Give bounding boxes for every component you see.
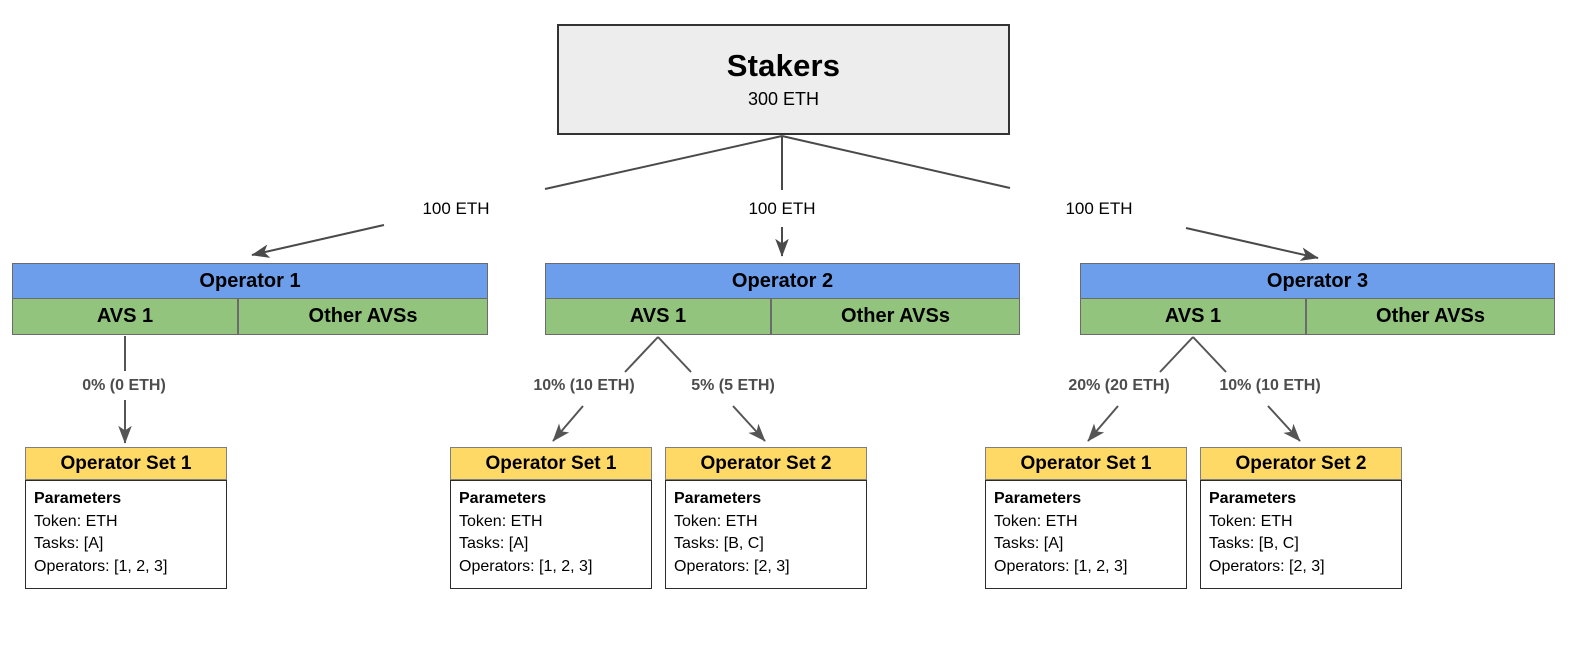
parameters-heading: Parameters bbox=[34, 490, 122, 507]
parameters-heading: Parameters bbox=[1209, 490, 1297, 507]
param-tasks: Tasks: [B, C] bbox=[1209, 535, 1299, 553]
allocation-label-operator3-set2: 10% (10 ETH) bbox=[1219, 377, 1321, 394]
param-token: Token: ETH bbox=[1209, 512, 1293, 530]
operator-1-avs1-cell: AVS 1 bbox=[12, 299, 238, 335]
edge-label-stakers-to-operator2: 100 ETH bbox=[748, 199, 816, 218]
allocation-label-operator2-set2: 5% (5 ETH) bbox=[691, 377, 775, 394]
edge-label-stakers-to-operator3: 100 ETH bbox=[1065, 199, 1133, 218]
operator-set-2-2-title: Operator Set 2 bbox=[665, 447, 867, 480]
operator-set-card-3-1: Operator Set 1 Parameters Token: ETH Tas… bbox=[985, 447, 1187, 589]
parameters-heading: Parameters bbox=[459, 490, 547, 507]
operator-2-header: Operator 2 bbox=[545, 263, 1020, 299]
operator-set-1-1-body: Parameters Token: ETH Tasks: [A] Operato… bbox=[25, 480, 227, 589]
param-tasks: Tasks: [B, C] bbox=[674, 535, 764, 553]
stakers-title: Stakers bbox=[726, 48, 841, 84]
operator-3-header: Operator 3 bbox=[1080, 263, 1555, 299]
param-operators: Operators: [2, 3] bbox=[1209, 558, 1325, 576]
operator-1-other-avs-cell: Other AVSs bbox=[238, 299, 488, 335]
operator-node-2: Operator 2 AVS 1 Other AVSs bbox=[545, 263, 1020, 335]
param-operators: Operators: [1, 2, 3] bbox=[459, 558, 593, 576]
operator-3-avs1-cell: AVS 1 bbox=[1080, 299, 1306, 335]
param-operators: Operators: [1, 2, 3] bbox=[994, 558, 1128, 576]
edge-stakers-to-operator3 bbox=[781, 135, 1319, 261]
stakers-amount: 300 ETH bbox=[747, 89, 820, 110]
param-token: Token: ETH bbox=[994, 512, 1078, 530]
operator-set-3-2-body: Parameters Token: ETH Tasks: [B, C] Oper… bbox=[1200, 480, 1402, 589]
param-token: Token: ETH bbox=[674, 512, 758, 530]
operator-set-1-1-title: Operator Set 1 bbox=[25, 447, 227, 480]
operator-set-card-2-2: Operator Set 2 Parameters Token: ETH Tas… bbox=[665, 447, 867, 589]
operator-1-avs-row: AVS 1 Other AVSs bbox=[12, 299, 488, 335]
operator-set-card-1-1: Operator Set 1 Parameters Token: ETH Tas… bbox=[25, 447, 227, 589]
parameters-heading: Parameters bbox=[674, 490, 762, 507]
operator-3-other-avs-cell: Other AVSs bbox=[1306, 299, 1555, 335]
param-tasks: Tasks: [A] bbox=[459, 535, 529, 553]
operator-set-2-1-title: Operator Set 1 bbox=[450, 447, 652, 480]
parameters-heading: Parameters bbox=[994, 490, 1082, 507]
operator-set-2-1-body: Parameters Token: ETH Tasks: [A] Operato… bbox=[450, 480, 652, 589]
operator-set-3-2-title: Operator Set 2 bbox=[1200, 447, 1402, 480]
param-token: Token: ETH bbox=[34, 512, 118, 530]
operator-2-avs1-cell: AVS 1 bbox=[545, 299, 771, 335]
operator-node-3: Operator 3 AVS 1 Other AVSs bbox=[1080, 263, 1555, 335]
operator-set-3-1-body: Parameters Token: ETH Tasks: [A] Operato… bbox=[985, 480, 1187, 589]
param-tasks: Tasks: [A] bbox=[34, 535, 104, 553]
allocation-label-operator2-set1: 10% (10 ETH) bbox=[533, 377, 635, 394]
operator-set-card-3-2: Operator Set 2 Parameters Token: ETH Tas… bbox=[1200, 447, 1402, 589]
operator-2-avs-row: AVS 1 Other AVSs bbox=[545, 299, 1020, 335]
allocation-label-operator3-set1: 20% (20 ETH) bbox=[1068, 377, 1170, 394]
stakers-node: Stakers 300 ETH bbox=[557, 24, 1010, 135]
param-tasks: Tasks: [A] bbox=[994, 535, 1064, 553]
operator-2-other-avs-cell: Other AVSs bbox=[771, 299, 1020, 335]
operator-set-2-2-body: Parameters Token: ETH Tasks: [B, C] Oper… bbox=[665, 480, 867, 589]
operator-set-3-1-title: Operator Set 1 bbox=[985, 447, 1187, 480]
param-operators: Operators: [2, 3] bbox=[674, 558, 790, 576]
operator-1-header: Operator 1 bbox=[12, 263, 488, 299]
edge-label-stakers-to-operator1: 100 ETH bbox=[422, 199, 490, 218]
operator-node-1: Operator 1 AVS 1 Other AVSs bbox=[12, 263, 488, 335]
operator-set-card-2-1: Operator Set 1 Parameters Token: ETH Tas… bbox=[450, 447, 652, 589]
edge-stakers-to-operator1 bbox=[251, 135, 783, 258]
param-token: Token: ETH bbox=[459, 512, 543, 530]
operator-3-avs-row: AVS 1 Other AVSs bbox=[1080, 299, 1555, 335]
allocation-label-operator1-set1: 0% (0 ETH) bbox=[82, 377, 166, 394]
param-operators: Operators: [1, 2, 3] bbox=[34, 558, 168, 576]
